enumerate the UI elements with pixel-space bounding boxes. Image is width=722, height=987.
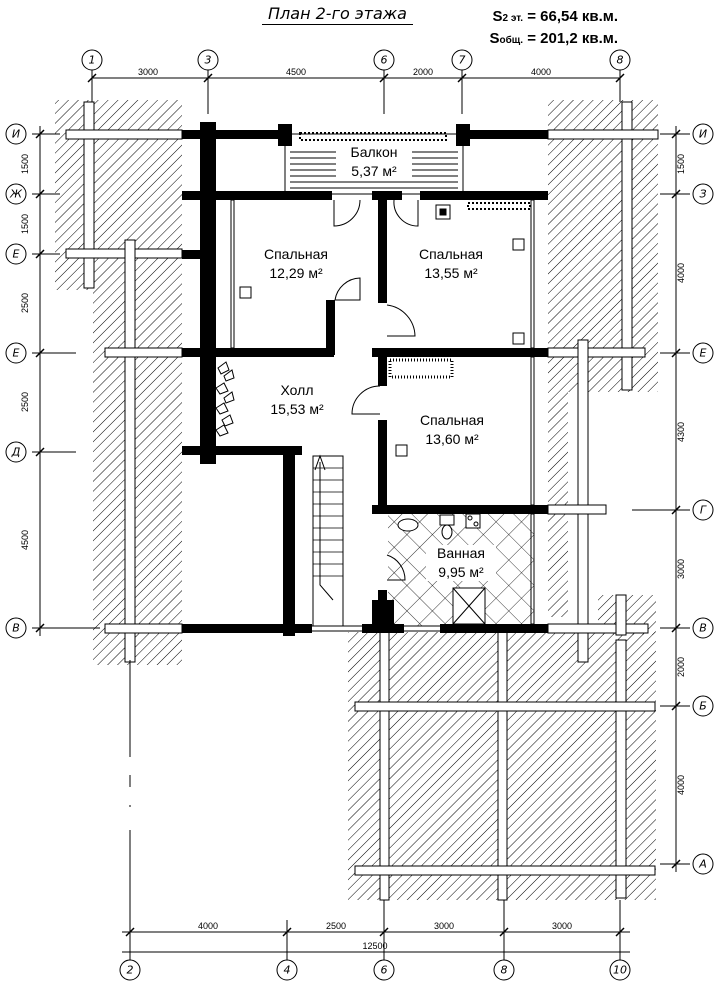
svg-text:2000: 2000: [413, 67, 433, 77]
svg-text:2: 2: [127, 964, 134, 977]
svg-text:3000: 3000: [138, 67, 158, 77]
svg-text:Г: Г: [700, 504, 707, 517]
floor-area-label: S2 эт. = 66,54 кв.м.: [492, 8, 618, 25]
svg-text:В: В: [699, 622, 707, 635]
svg-text:4000: 4000: [198, 921, 218, 931]
total-area-label: Sобщ. = 201,2 кв.м.: [489, 30, 619, 47]
bedroom-2-name: Спальная: [419, 246, 483, 262]
svg-text:2500: 2500: [20, 392, 30, 412]
svg-text:И: И: [12, 128, 20, 141]
walls: [182, 122, 548, 636]
hall-name: Холл: [281, 382, 314, 398]
svg-text:6: 6: [381, 964, 388, 977]
staircase: [312, 454, 344, 627]
bedroom-3-area: 13,60 м²: [425, 431, 479, 447]
dimension-labels: 3000 4500 2000 4000 4000 2500 3000 3000 …: [20, 67, 686, 951]
svg-text:2500: 2500: [326, 921, 346, 931]
plant-icon: [215, 361, 235, 437]
svg-text:8: 8: [501, 964, 508, 977]
svg-text:Е: Е: [13, 248, 20, 261]
svg-text:12500: 12500: [362, 941, 387, 951]
svg-text:В: В: [12, 622, 20, 635]
axis-bubbles: [5, 49, 714, 981]
svg-text:3000: 3000: [552, 921, 572, 931]
svg-text:10: 10: [613, 964, 627, 977]
hall-area: 15,53 м²: [270, 401, 324, 417]
svg-text:4500: 4500: [286, 67, 306, 77]
svg-text:1500: 1500: [676, 154, 686, 174]
bedroom-1-area: 12,29 м²: [269, 265, 323, 281]
axis-labels: 1 3 6 7 8 2 4 6 8 10 И Ж Е Е Д В И З Е Г…: [9, 54, 707, 977]
svg-text:3: 3: [205, 54, 212, 67]
svg-text:4000: 4000: [531, 67, 551, 77]
svg-text:1500: 1500: [20, 154, 30, 174]
svg-text:И: И: [699, 128, 707, 141]
hatched-beams: [65, 101, 659, 901]
svg-text:8: 8: [617, 54, 624, 67]
doors: [333, 199, 419, 581]
svg-text:4000: 4000: [676, 775, 686, 795]
svg-text:2000: 2000: [676, 657, 686, 677]
bathroom-area: 9,95 м²: [438, 564, 484, 580]
svg-text:7: 7: [459, 54, 466, 67]
balcony-area: 5,37 м²: [351, 163, 397, 179]
svg-text:6: 6: [381, 54, 388, 67]
balcony-name: Балкон: [351, 144, 398, 160]
svg-text:Д: Д: [11, 446, 21, 459]
svg-text:З: З: [699, 188, 706, 201]
svg-text:1: 1: [89, 54, 96, 67]
furniture: [239, 204, 525, 540]
svg-text:4500: 4500: [20, 530, 30, 550]
svg-text:4: 4: [284, 964, 291, 977]
bedroom-3-name: Спальная: [420, 412, 484, 428]
hatched-areas: [55, 100, 658, 900]
svg-text:4300: 4300: [676, 422, 686, 442]
svg-text:3000: 3000: [676, 559, 686, 579]
svg-text:3000: 3000: [434, 921, 454, 931]
bedroom-2-area: 13,55 м²: [424, 265, 478, 281]
bathroom-name: Ванная: [437, 545, 485, 561]
svg-text:2500: 2500: [20, 293, 30, 313]
bedroom-1-name: Спальная: [264, 246, 328, 262]
svg-text:1500: 1500: [20, 214, 30, 234]
svg-text:Е: Е: [700, 347, 707, 360]
plan-title: План 2-го этажа: [262, 4, 413, 25]
svg-text:4000: 4000: [676, 263, 686, 283]
svg-text:Ж: Ж: [9, 188, 23, 201]
svg-text:А: А: [698, 858, 707, 871]
room-labels: Балкон 5,37 м² Спальная 12,29 м² Спальна…: [264, 144, 496, 581]
svg-text:Е: Е: [13, 347, 20, 360]
svg-text:Б: Б: [699, 700, 707, 713]
